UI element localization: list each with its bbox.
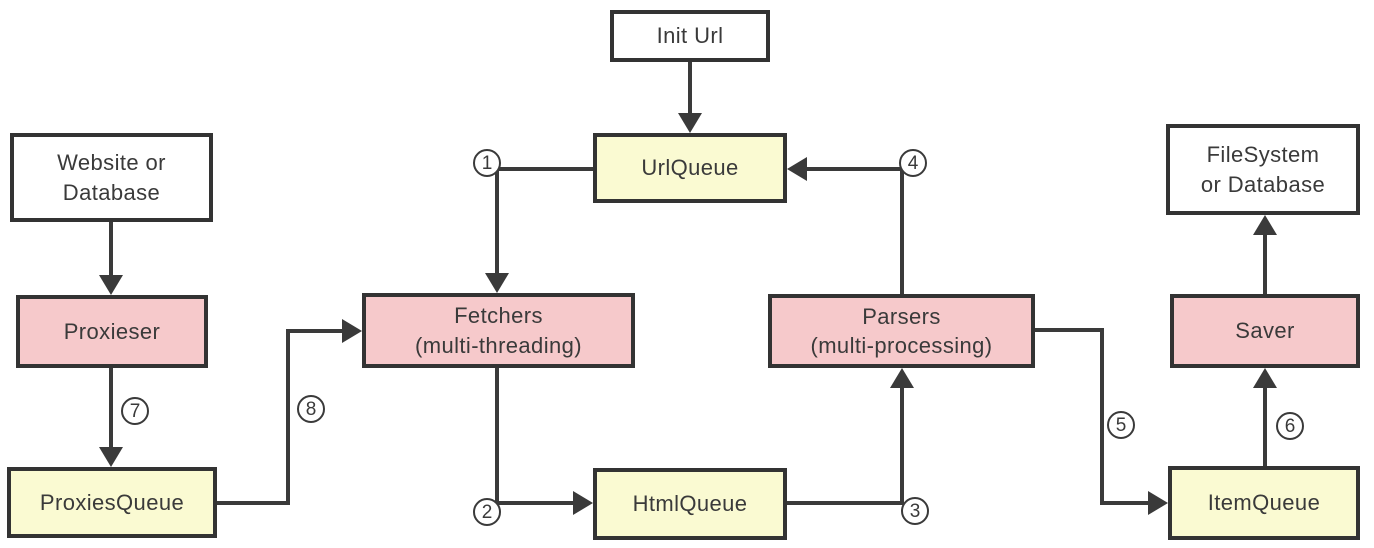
connector-saver-to-filesystem <box>1263 233 1267 294</box>
connector-fetchers-to-html-queue-h <box>495 501 575 505</box>
step-4-number: 4 <box>907 152 919 174</box>
step-badge-1: 1 <box>473 149 501 177</box>
step-badge-4: 4 <box>899 149 927 177</box>
node-html-queue-label: HtmlQueue <box>632 491 748 517</box>
arrowhead-into-saver <box>1253 368 1277 388</box>
connector-parsers-to-item-queue-h1 <box>1035 328 1104 332</box>
arrowhead-into-proxies-queue <box>99 447 123 467</box>
connector-parsers-to-url-queue-h <box>807 167 902 171</box>
step-badge-5: 5 <box>1107 411 1135 439</box>
connector-proxies-queue-to-fetchers-v <box>286 329 290 505</box>
step-badge-6: 6 <box>1276 412 1304 440</box>
connector-proxies-queue-to-fetchers-h1 <box>217 501 288 505</box>
step-7-number: 7 <box>129 400 141 422</box>
connector-website-to-proxieser <box>109 222 113 277</box>
connector-parsers-to-item-queue-h2 <box>1100 501 1150 505</box>
node-url-queue: UrlQueue <box>593 133 787 203</box>
arrowhead-into-filesystem <box>1253 215 1277 235</box>
step-2-number: 2 <box>481 501 493 523</box>
arrowhead-into-item-queue <box>1148 491 1168 515</box>
step-8-number: 8 <box>305 398 317 420</box>
node-filesystem-or-database-label-line1: FileSystem <box>1206 142 1320 168</box>
connector-proxieser-to-proxies-queue <box>109 368 113 449</box>
connector-url-queue-to-fetchers-h <box>495 167 593 171</box>
arrowhead-into-url-queue-right <box>787 157 807 181</box>
step-1-number: 1 <box>481 152 493 174</box>
arrowhead-into-html-queue <box>573 491 593 515</box>
step-5-number: 5 <box>1115 414 1127 436</box>
connector-url-queue-to-fetchers-v <box>495 167 499 273</box>
connector-proxies-queue-to-fetchers-h2 <box>286 329 344 333</box>
node-init-url: Init Url <box>610 10 770 62</box>
arrowhead-into-url-queue <box>678 113 702 133</box>
node-website-or-database-label-line2: Database <box>62 179 161 205</box>
step-badge-7: 7 <box>121 397 149 425</box>
node-filesystem-or-database-label-line2: or Database <box>1200 171 1326 197</box>
node-saver-label: Saver <box>1235 318 1295 344</box>
connector-item-queue-to-saver <box>1263 386 1267 466</box>
connector-init-url-to-url-queue <box>688 62 692 115</box>
step-badge-2: 2 <box>473 498 501 526</box>
step-6-number: 6 <box>1284 415 1296 437</box>
step-3-number: 3 <box>909 500 921 522</box>
node-parsers-label-line2: (multi-processing) <box>810 333 993 358</box>
node-parsers: Parsers (multi-processing) <box>768 294 1035 368</box>
step-badge-3: 3 <box>901 497 929 525</box>
node-proxieser: Proxieser <box>16 295 208 368</box>
node-fetchers: Fetchers (multi-threading) <box>362 293 635 368</box>
node-proxieser-label: Proxieser <box>63 318 161 344</box>
node-filesystem-or-database: FileSystem or Database <box>1166 124 1360 215</box>
node-item-queue-label: ItemQueue <box>1207 490 1321 516</box>
node-fetchers-label-line2: (multi-threading) <box>415 332 582 358</box>
node-proxies-queue: ProxiesQueue <box>7 467 217 538</box>
connector-fetchers-to-html-queue-v <box>495 368 499 505</box>
node-website-or-database: Website or Database <box>10 133 213 222</box>
arrowhead-into-fetchers-left <box>342 319 362 343</box>
arrowhead-into-proxieser <box>99 275 123 295</box>
node-parsers-label-line1: Parsers <box>862 303 941 329</box>
node-saver: Saver <box>1170 294 1360 368</box>
connector-parsers-to-item-queue-v <box>1100 328 1104 505</box>
node-website-or-database-label-line1: Website or <box>57 150 166 176</box>
node-html-queue: HtmlQueue <box>593 468 787 540</box>
connector-html-queue-to-parsers-h <box>787 501 904 505</box>
arrowhead-into-fetchers-top <box>485 273 509 293</box>
node-init-url-label: Init Url <box>656 23 724 49</box>
connector-parsers-to-url-queue-v <box>900 167 904 294</box>
arrowhead-into-parsers-bottom <box>890 368 914 388</box>
node-url-queue-label: UrlQueue <box>641 155 739 181</box>
node-fetchers-label-line1: Fetchers <box>454 303 543 329</box>
step-badge-8: 8 <box>297 395 325 423</box>
connector-html-queue-to-parsers-v <box>900 386 904 505</box>
node-proxies-queue-label: ProxiesQueue <box>39 489 185 515</box>
node-item-queue: ItemQueue <box>1168 466 1360 540</box>
